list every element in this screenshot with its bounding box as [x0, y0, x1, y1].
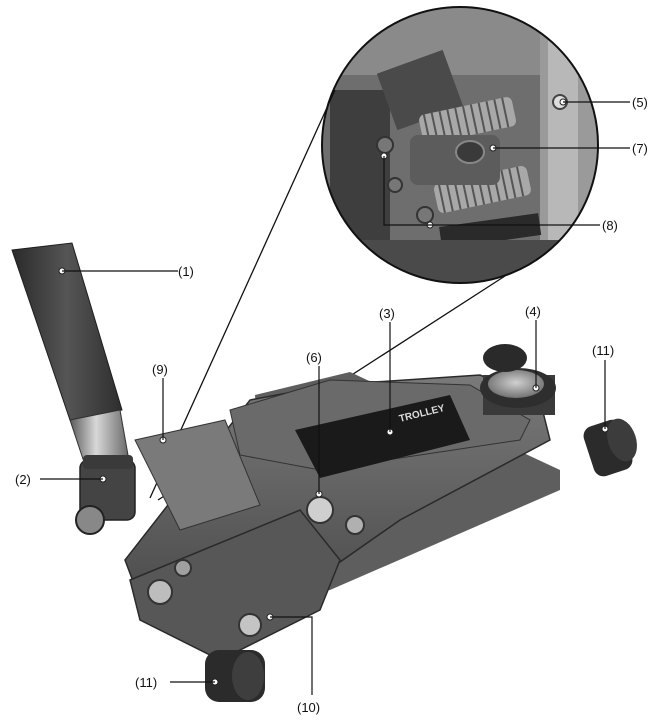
- callout-1: (1): [178, 264, 194, 279]
- callout-5: (5): [632, 95, 648, 110]
- left-caster-wheel: [205, 650, 265, 702]
- handle: [11, 242, 133, 469]
- saddle: [480, 368, 556, 415]
- callout-4: (4): [525, 304, 541, 319]
- callout-6: (6): [306, 350, 322, 365]
- callout-2: (2): [15, 472, 31, 487]
- callout-8: (8): [602, 218, 618, 233]
- callout-11-left: (11): [135, 675, 157, 690]
- product-decal: TROLLEY: [295, 395, 470, 478]
- callout-3: (3): [379, 306, 395, 321]
- callout-leaders: [40, 98, 630, 695]
- right-caster-wheel: [583, 418, 637, 477]
- callout-7: (7): [632, 141, 648, 156]
- callout-10: (10): [297, 700, 320, 715]
- lower-spring: [433, 166, 531, 213]
- zoom-circle-outline: [321, 6, 599, 284]
- bolt-6: [306, 496, 334, 524]
- jack-body: TROLLEY: [75, 344, 637, 702]
- callout-9: (9): [152, 362, 168, 377]
- upper-spring: [419, 97, 517, 145]
- callout-11-right: (11): [592, 343, 614, 358]
